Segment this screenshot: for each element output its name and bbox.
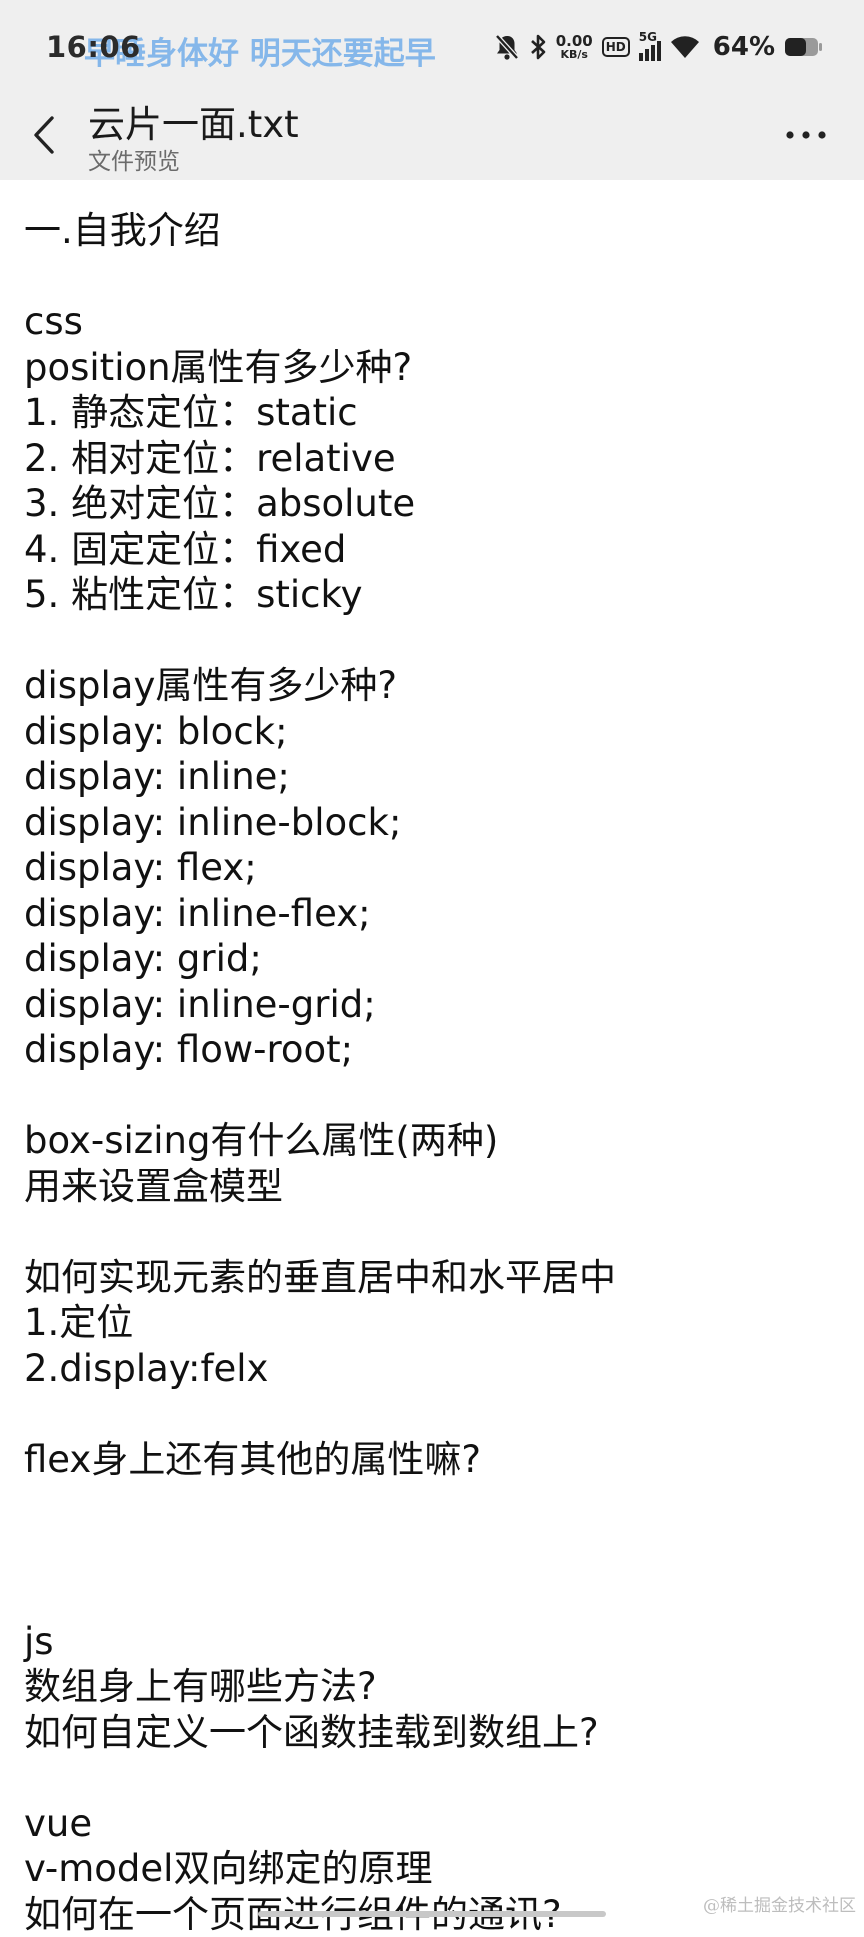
wifi-icon [670, 34, 700, 60]
document-line: 用来设置盒模型 [24, 1164, 844, 1210]
more-horizontal-icon [784, 130, 828, 140]
document-line [24, 1482, 844, 1528]
document-line: js [24, 1619, 844, 1665]
document-line: vue [24, 1801, 844, 1847]
document-line: 5. 粘性定位：sticky [24, 572, 844, 618]
status-icons: 0.00 KB/s HD 5G 64% [494, 30, 824, 64]
file-subtitle: 文件预览 [88, 142, 180, 176]
document-line: display: flow-root; [24, 1027, 844, 1073]
document-line [24, 1391, 844, 1437]
document-line [24, 1755, 844, 1801]
document-line: display: inline-flex; [24, 891, 844, 937]
document-line: 2.display:felx [24, 1346, 844, 1392]
document-line: display: inline-block; [24, 800, 844, 846]
bluetooth-icon [529, 33, 547, 61]
net-speed-value: 0.00 [556, 34, 593, 49]
document-line: display属性有多少种? [24, 663, 844, 709]
mute-bell-icon [494, 33, 520, 61]
signal-label: 5G [639, 30, 657, 44]
document-line: position属性有多少种? [24, 345, 844, 391]
net-speed: 0.00 KB/s [556, 34, 593, 61]
battery-percent: 64% [713, 32, 775, 62]
net-speed-unit: KB/s [561, 49, 588, 61]
document-line: 2. 相对定位：relative [24, 436, 844, 482]
app-bar: 云片一面.txt 文件预览 [0, 90, 864, 180]
document-line: display: flex; [24, 845, 844, 891]
battery-icon [784, 36, 824, 58]
document-line: display: inline-grid; [24, 982, 844, 1028]
document-line: 1.定位 [24, 1300, 844, 1346]
document-line: box-sizing有什么属性(两种) [24, 1118, 844, 1164]
document-line: 如何自定义一个函数挂载到数组上? [24, 1710, 844, 1756]
chevron-left-icon [32, 115, 56, 155]
watermark: @稀土掘金技术社区 [703, 1891, 856, 1916]
more-button[interactable] [778, 112, 834, 158]
document-line [24, 618, 844, 664]
document-line: 数组身上有哪些方法? [24, 1664, 844, 1710]
home-indicator[interactable] [258, 1911, 606, 1917]
document-line [24, 1073, 844, 1119]
status-bar: 早睡身体好 明天还要起早 16:06 0.00 KB/s HD 5G [0, 0, 864, 90]
document-line: 4. 固定定位：fixed [24, 527, 844, 573]
document-line [24, 1209, 844, 1255]
document-line [24, 1573, 844, 1619]
document-line: css [24, 299, 844, 345]
document-line: 1. 静态定位：static [24, 390, 844, 436]
back-button[interactable] [22, 108, 66, 162]
signal-icon: 5G [639, 33, 661, 61]
document-line [24, 254, 844, 300]
document-line: display: grid; [24, 936, 844, 982]
hd-icon: HD [602, 37, 630, 57]
document-line: display: inline; [24, 754, 844, 800]
document-line: display: block; [24, 709, 844, 755]
document-line: 3. 绝对定位：absolute [24, 481, 844, 527]
document-line: 一.自我介绍 [24, 208, 844, 254]
document-line: flex身上还有其他的属性嘛? [24, 1437, 844, 1483]
file-title: 云片一面.txt [88, 94, 299, 148]
document-line: 如何实现元素的垂直居中和水平居中 [24, 1255, 844, 1301]
document-line [24, 1528, 844, 1574]
status-time: 16:06 [46, 30, 141, 64]
document-line: v-model双向绑定的原理 [24, 1846, 844, 1892]
